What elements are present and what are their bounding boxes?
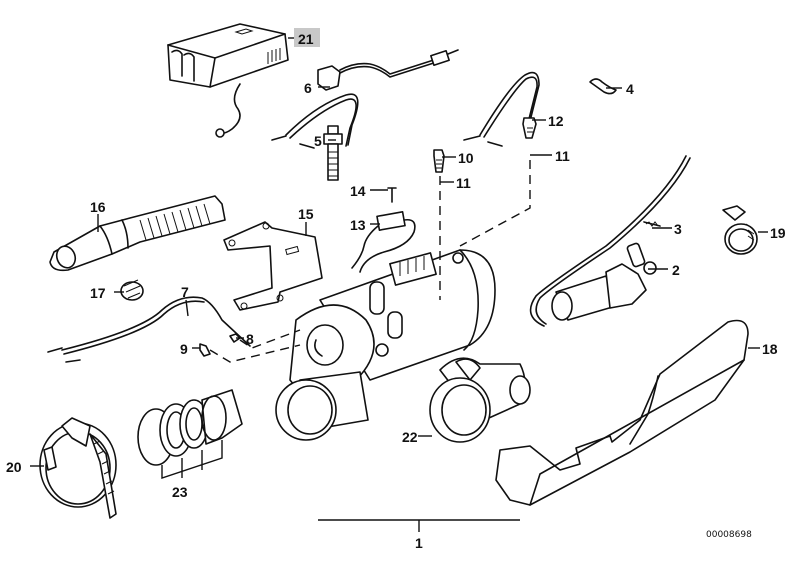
- document-number: 00008698: [706, 530, 752, 540]
- part-16-exhaust-pipe[interactable]: [49, 195, 226, 272]
- leader-lines: [30, 37, 768, 467]
- part-15-bracket[interactable]: [223, 221, 323, 311]
- callout-14[interactable]: 14: [350, 183, 366, 199]
- part-3-spring[interactable]: [643, 221, 661, 227]
- callout-19[interactable]: 19: [770, 225, 786, 241]
- callout-8[interactable]: 8: [246, 331, 254, 347]
- part-5-sensor[interactable]: [323, 125, 343, 181]
- assembly-line-1: [318, 519, 520, 532]
- part-1-heater-unit[interactable]: [275, 249, 496, 441]
- callout-17[interactable]: 17: [90, 285, 106, 301]
- callout-7[interactable]: 7: [181, 284, 189, 300]
- part-21-cover[interactable]: [167, 23, 289, 138]
- callout-22[interactable]: 22: [402, 429, 418, 445]
- part-9-screw[interactable]: [199, 343, 211, 357]
- callout-21[interactable]: 21: [298, 31, 314, 47]
- callout-20[interactable]: 20: [6, 459, 22, 475]
- callout-18[interactable]: 18: [762, 341, 778, 357]
- part-17-clamp[interactable]: [120, 279, 144, 301]
- callout-23[interactable]: 23: [172, 484, 188, 500]
- part-18-heat-shield[interactable]: [495, 319, 749, 506]
- part-4-clip[interactable]: [589, 78, 617, 95]
- callout-6[interactable]: 6: [304, 80, 312, 96]
- part-19-clamp[interactable]: [722, 205, 758, 255]
- callout-11b[interactable]: 11: [555, 148, 570, 164]
- part-2-water-pump[interactable]: [529, 155, 691, 327]
- part-22-outlet[interactable]: [429, 357, 531, 443]
- callout-3[interactable]: 3: [674, 221, 682, 237]
- callout-15[interactable]: 15: [298, 206, 314, 222]
- part-23-seal-kit[interactable]: [137, 389, 243, 479]
- callout-9[interactable]: 9: [180, 341, 188, 357]
- callout-21-highlight: [294, 28, 320, 47]
- dashed-line-12: [459, 160, 531, 247]
- part-10-sensor-wire[interactable]: [271, 93, 445, 173]
- part-6-connector[interactable]: [317, 49, 459, 91]
- callout-labels: 21 6 5 10 11 12 11 4 14 13 15 16 3 19 2 …: [6, 28, 786, 551]
- part-12-sensor-wire[interactable]: [463, 71, 540, 147]
- dashed-line-9: [209, 344, 301, 363]
- part-7-wire[interactable]: [47, 296, 251, 363]
- part-14-screw[interactable]: [387, 187, 397, 203]
- part-13-relay[interactable]: [351, 211, 416, 273]
- callout-2[interactable]: 2: [672, 262, 680, 278]
- callout-11a[interactable]: 11: [456, 175, 471, 191]
- part-20-hose-clamp[interactable]: [39, 417, 117, 519]
- callout-4[interactable]: 4: [626, 81, 634, 97]
- callout-10[interactable]: 10: [458, 150, 474, 166]
- callout-12[interactable]: 12: [548, 113, 564, 129]
- callout-13[interactable]: 13: [350, 217, 366, 233]
- callout-1[interactable]: 1: [415, 535, 423, 551]
- callout-5[interactable]: 5: [314, 133, 322, 149]
- callout-16[interactable]: 16: [90, 199, 106, 215]
- dashed-line-8: [239, 329, 301, 349]
